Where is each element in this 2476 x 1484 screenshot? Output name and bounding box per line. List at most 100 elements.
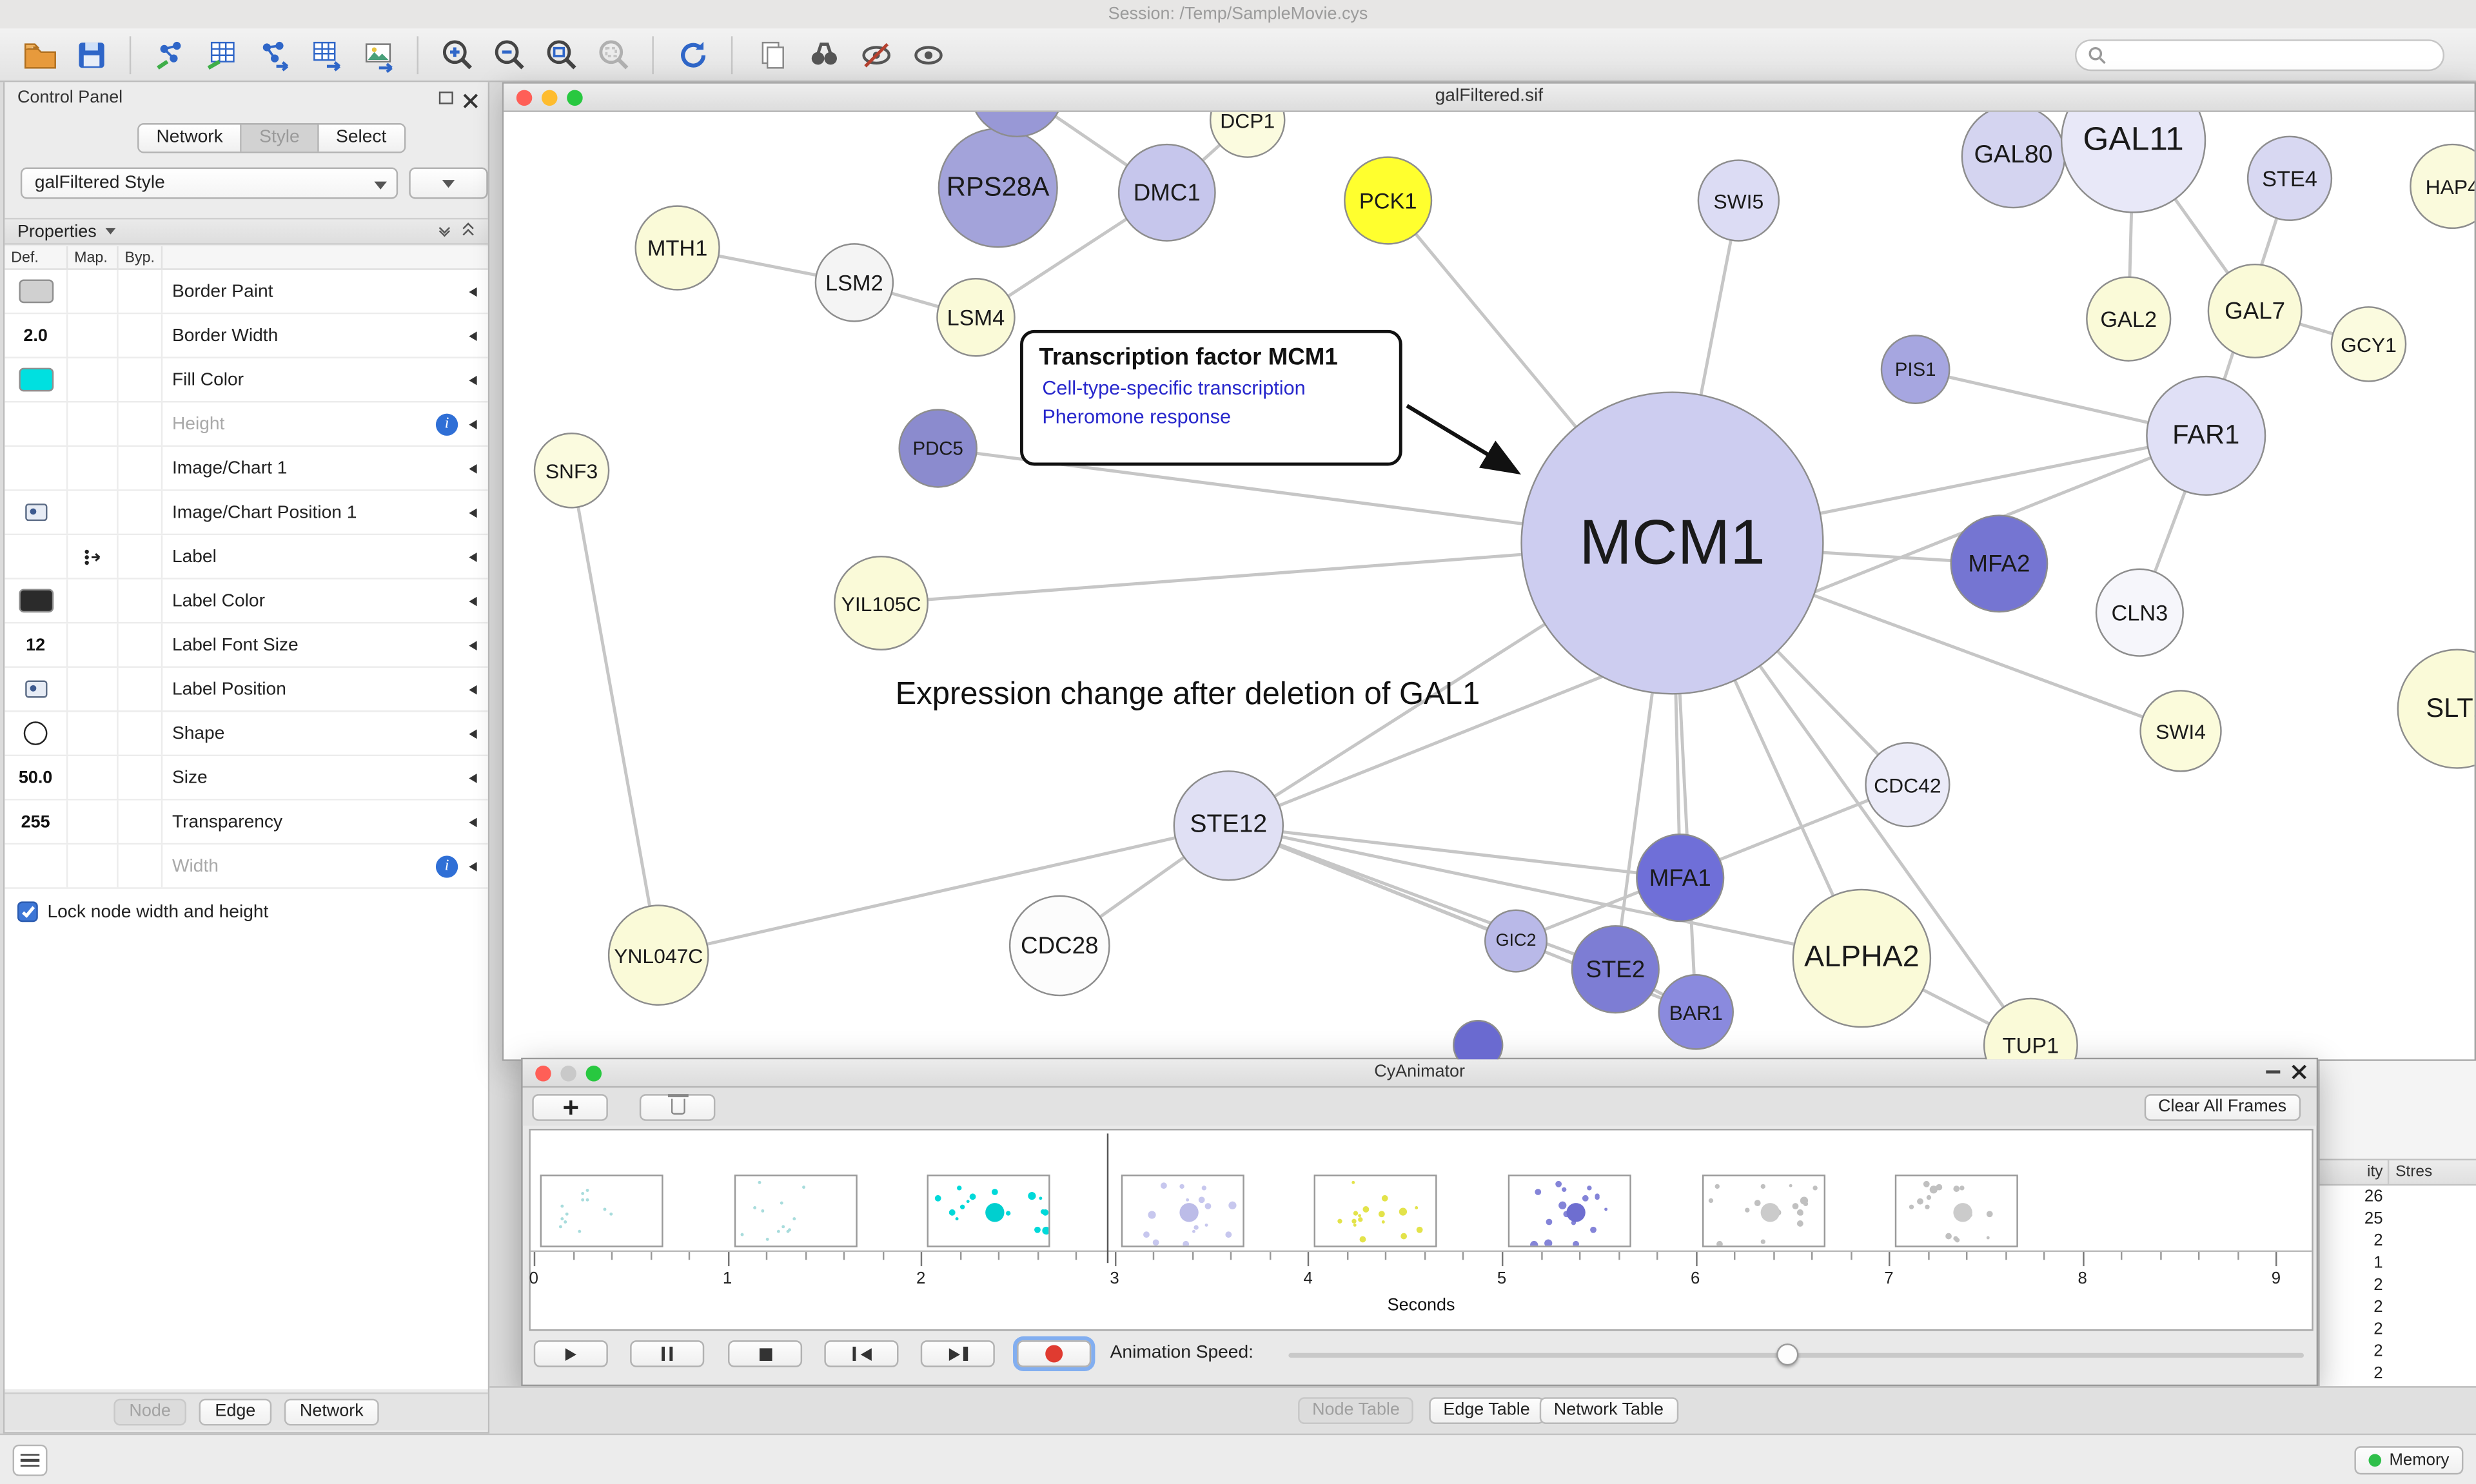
expand-row-icon[interactable] bbox=[469, 728, 477, 738]
table-row[interactable]: 2 bbox=[2320, 1318, 2476, 1340]
info-icon[interactable]: i bbox=[435, 855, 458, 877]
bypass-cell[interactable] bbox=[119, 402, 163, 445]
info-icon[interactable]: i bbox=[435, 413, 458, 435]
default-value-cell[interactable] bbox=[5, 712, 68, 755]
expand-row-icon[interactable] bbox=[469, 419, 477, 429]
network-node[interactable]: MFA1 bbox=[1636, 834, 1725, 923]
export-image-icon[interactable] bbox=[357, 33, 399, 75]
annotation-box[interactable]: Transcription factor MCM1 Cell-type-spec… bbox=[1020, 329, 1402, 466]
default-value-cell[interactable] bbox=[5, 579, 68, 622]
mapping-cell[interactable] bbox=[68, 269, 119, 313]
clear-all-frames-button[interactable]: Clear All Frames bbox=[2143, 1093, 2301, 1120]
record-button[interactable] bbox=[1017, 1340, 1092, 1367]
hide-selected-icon[interactable] bbox=[854, 33, 897, 75]
network-node[interactable]: SLT2 bbox=[2397, 649, 2475, 769]
network-node[interactable]: RPS28A bbox=[938, 128, 1058, 248]
playhead[interactable] bbox=[1106, 1133, 1109, 1264]
lock-size-row[interactable]: Lock node width and height bbox=[5, 889, 487, 923]
network-node[interactable]: CDC28 bbox=[1008, 895, 1110, 997]
frame-thumbnail[interactable] bbox=[1508, 1175, 1631, 1247]
network-node[interactable]: PCK1 bbox=[1344, 156, 1433, 245]
default-value-cell[interactable]: 50.0 bbox=[5, 756, 68, 799]
global-search[interactable] bbox=[2074, 39, 2445, 70]
save-session-icon[interactable] bbox=[70, 33, 112, 75]
property-row[interactable]: Shape bbox=[5, 712, 488, 757]
mapping-cell[interactable] bbox=[68, 535, 119, 578]
default-value-cell[interactable]: 2.0 bbox=[5, 314, 68, 357]
table-row[interactable]: 25 bbox=[2320, 1207, 2476, 1229]
network-window-titlebar[interactable]: galFiltered.sif bbox=[504, 83, 2475, 112]
pause-button[interactable] bbox=[630, 1340, 705, 1367]
ellipse-shape-icon[interactable] bbox=[23, 721, 48, 745]
network-node[interactable]: BAR1 bbox=[1658, 974, 1734, 1050]
copy-icon[interactable] bbox=[750, 33, 792, 75]
bypass-cell[interactable] bbox=[119, 358, 163, 402]
close-panel-icon[interactable] bbox=[463, 88, 478, 108]
table-row[interactable]: 2 bbox=[2320, 1274, 2476, 1296]
expand-row-icon[interactable] bbox=[469, 817, 477, 827]
float-panel-icon[interactable] bbox=[438, 92, 453, 104]
expand-row-icon[interactable] bbox=[469, 772, 477, 783]
property-row[interactable]: Fill Color bbox=[5, 358, 488, 403]
close-window-icon[interactable] bbox=[535, 1066, 551, 1082]
default-value-cell[interactable] bbox=[5, 535, 68, 578]
maximize-window-icon[interactable] bbox=[567, 90, 583, 106]
expand-row-icon[interactable] bbox=[469, 331, 477, 340]
network-node[interactable]: LSM2 bbox=[814, 243, 894, 322]
property-row[interactable]: Image/Chart 1 bbox=[5, 447, 488, 491]
network-node[interactable]: PDC5 bbox=[898, 409, 978, 488]
expand-row-icon[interactable] bbox=[469, 596, 477, 606]
annotation-link[interactable]: Pheromone response bbox=[1042, 405, 1232, 428]
network-node[interactable] bbox=[1453, 1020, 1504, 1060]
style-options-button[interactable] bbox=[409, 167, 488, 199]
network-node[interactable]: GAL11 bbox=[2060, 112, 2206, 213]
frame-thumbnail[interactable] bbox=[540, 1175, 663, 1247]
network-node[interactable]: HAP4 bbox=[2410, 143, 2475, 229]
frame-thumbnail[interactable] bbox=[1314, 1175, 1438, 1247]
mapping-cell[interactable] bbox=[68, 800, 119, 843]
network-node[interactable]: STE4 bbox=[2246, 135, 2333, 221]
add-frame-button[interactable] bbox=[532, 1093, 608, 1120]
tab-network-table[interactable]: Network Table bbox=[1539, 1397, 1678, 1424]
default-value-cell[interactable] bbox=[5, 491, 68, 534]
zoom-in-icon[interactable] bbox=[436, 33, 478, 75]
bypass-cell[interactable] bbox=[119, 623, 163, 667]
network-node[interactable]: PIS1 bbox=[1880, 335, 1950, 404]
refresh-view-icon[interactable] bbox=[671, 33, 714, 75]
color-swatch[interactable] bbox=[18, 367, 54, 392]
table-row[interactable]: 1 bbox=[2320, 1252, 2476, 1274]
checkbox-checked-icon[interactable] bbox=[17, 901, 38, 923]
mapping-cell[interactable] bbox=[68, 712, 119, 755]
mapping-cell[interactable] bbox=[68, 623, 119, 667]
close-panel-icon[interactable] bbox=[2291, 1064, 2306, 1080]
tab-network[interactable]: Network bbox=[139, 124, 242, 152]
default-value-cell[interactable] bbox=[5, 358, 68, 402]
bypass-cell[interactable] bbox=[119, 491, 163, 534]
network-node[interactable]: STE2 bbox=[1571, 925, 1660, 1014]
table-row[interactable]: 2 bbox=[2320, 1230, 2476, 1252]
zoom-fit-icon[interactable] bbox=[540, 33, 583, 75]
network-node[interactable]: GAL7 bbox=[2207, 263, 2303, 358]
network-node[interactable]: GCY1 bbox=[2330, 306, 2407, 382]
network-node[interactable]: SNF3 bbox=[533, 433, 610, 509]
table-row[interactable]: 2 bbox=[2320, 1362, 2476, 1384]
memory-button[interactable]: Memory bbox=[2354, 1446, 2464, 1475]
mapping-cell[interactable] bbox=[68, 579, 119, 622]
tab-node[interactable]: Node bbox=[113, 1398, 187, 1426]
bypass-cell[interactable] bbox=[119, 845, 163, 888]
position-icon[interactable] bbox=[24, 680, 47, 698]
mapping-cell[interactable] bbox=[68, 358, 119, 402]
network-node[interactable]: FAR1 bbox=[2146, 375, 2266, 496]
stop-button[interactable] bbox=[727, 1340, 803, 1367]
search-network-icon[interactable] bbox=[802, 33, 845, 75]
bypass-cell[interactable] bbox=[119, 579, 163, 622]
default-value-cell[interactable]: 12 bbox=[5, 623, 68, 667]
bypass-cell[interactable] bbox=[119, 756, 163, 799]
position-icon[interactable] bbox=[24, 503, 47, 522]
maximize-window-icon[interactable] bbox=[585, 1066, 602, 1082]
export-table-icon[interactable] bbox=[305, 33, 348, 75]
network-node[interactable]: LSM4 bbox=[936, 278, 1016, 357]
